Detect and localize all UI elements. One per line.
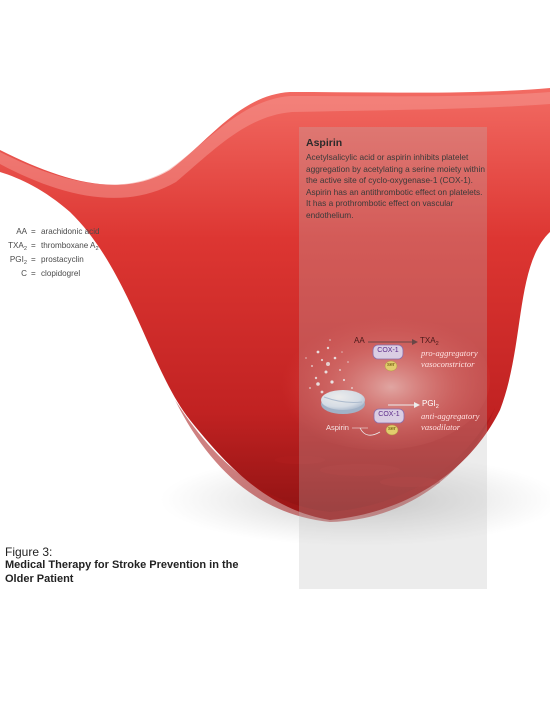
legend-abbr: C	[21, 269, 27, 278]
legend-abbr: PGI	[9, 255, 24, 264]
cox1-enzyme-top	[372, 344, 404, 372]
legend-row-aa: AA = arachidonic acid	[0, 227, 160, 241]
pathway-product-txa2: TXA2	[420, 336, 439, 347]
vessel-highlight	[0, 92, 550, 198]
legend-equals: =	[31, 255, 36, 264]
legend-equals: =	[31, 269, 36, 278]
legend-definition: clopidogrel	[41, 269, 81, 278]
legend-definition: thromboxane A	[41, 241, 96, 250]
serine-label-bottom: ser	[388, 426, 396, 432]
legend-row-c: C = clopidogrel	[0, 269, 160, 283]
vessel-lower-rim	[175, 400, 495, 522]
figure-label: Figure 3:	[5, 545, 53, 559]
figure-title: Medical Therapy for Stroke Prevention in…	[5, 559, 239, 585]
legend-definition: prostacyclin	[41, 255, 84, 264]
legend-equals: =	[31, 241, 36, 250]
serine-label-top: ser	[387, 362, 395, 368]
aspirin-panel-title: Aspirin	[306, 137, 343, 149]
cox1-enzyme-bottom	[373, 408, 405, 436]
aspirin-dust-particles	[305, 339, 353, 394]
pathway-note-anti-aggregatory: anti-aggregatory vasodilator	[421, 411, 480, 432]
legend-row-txa2: TXA2 = thromboxane A2	[8, 241, 99, 252]
pathway-substrate-aa: AA	[354, 336, 365, 345]
abbreviation-legend: AA = arachidonic acid TXA2 = thromboxane…	[0, 227, 160, 283]
legend-row-pgi2: PGI2 = prostacyclin	[9, 255, 84, 266]
aspirin-inhibition-arrow	[359, 427, 381, 436]
aspirin-info-panel	[299, 127, 487, 589]
pathway-note-pro-aggregatory: pro-aggregatory vasoconstrictor	[421, 348, 478, 369]
cox1-label-bottom: COX-1	[378, 411, 400, 418]
legend-abbr: TXA	[8, 241, 24, 250]
aspirin-pill	[321, 390, 365, 414]
legend-equals: =	[31, 227, 36, 236]
legend-abbr: AA	[16, 227, 27, 236]
pathway-product-pgi2: PGI2	[422, 399, 439, 410]
cox1-label-top: COX-1	[377, 347, 399, 354]
aspirin-panel-description: Acetylsalicylic acid or aspirin inhibits…	[306, 152, 485, 220]
aspirin-pill-label: Aspirin	[326, 423, 349, 432]
vessel-lumen-glow	[270, 310, 490, 450]
legend-definition: arachidonic acid	[41, 227, 100, 236]
endothelium-texture	[275, 456, 440, 487]
